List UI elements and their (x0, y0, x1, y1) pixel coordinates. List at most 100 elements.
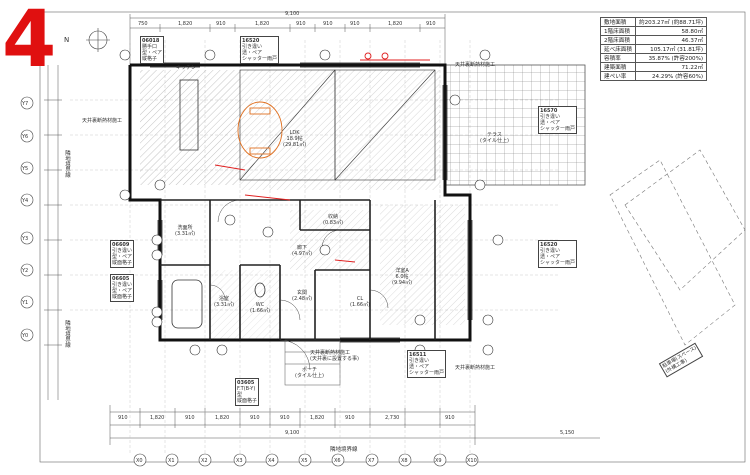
room-storage: 収納 (0.83㎡) (323, 214, 344, 226)
bottom-dim-value: 1,820 (150, 415, 165, 421)
bottom-dim-value: 910 (345, 415, 355, 421)
open-ceiling-marks (239, 69, 436, 181)
window-tag: 16511 引き違い 透・ペア シャッター雨戸 (407, 350, 447, 378)
bottom-dimension-lines (109, 405, 600, 445)
boundary-label-left: 隣地境界線 (64, 150, 70, 178)
x-axis-label: X10 (467, 458, 477, 464)
room-western: 洋室A 6.0帖 (9.94㎡) (392, 268, 413, 286)
bottom-dim-value: 910 (185, 415, 195, 421)
room-kitchen: キッチン (176, 65, 197, 71)
bottom-site-dim: 5,150 (560, 430, 575, 436)
insulation-note: 天井裏断熱材施工 (天井裏に設置する事) (310, 350, 359, 362)
y-axis-label: Y2 (22, 268, 29, 274)
bottom-dim-value: 1,820 (215, 415, 230, 421)
room-terrace: テラス (タイル仕上) (480, 132, 509, 144)
top-dim-value: 1,820 (178, 21, 193, 27)
y-axis-label: Y5 (22, 166, 29, 172)
y-axis-label: Y1 (22, 300, 29, 306)
area-label: 敷地面積 (600, 17, 636, 27)
boundary-label-bottom: 隣地境界線 (330, 447, 358, 453)
x-axis-label: X9 (435, 458, 442, 464)
bottom-dim-value: 2,730 (385, 415, 400, 421)
room-washroom: 洗面所 (3.31㎡) (175, 225, 196, 237)
window-tag: 06605 引き違い 型・ペア 縦面格子 (110, 274, 135, 302)
top-dimension-lines (129, 14, 446, 70)
window-tag: 16570 引き違い 透・ペア シャッター雨戸 (538, 106, 578, 134)
parking-outline (609, 149, 746, 346)
window-tag: 16520 引き違い 透・ペア シャッター雨戸 (240, 36, 280, 64)
room-porch: ポーチ (タイル仕上) (295, 367, 324, 379)
x-axis-label: X0 (136, 458, 143, 464)
x-axis-label: X4 (268, 458, 275, 464)
bottom-dim-value: 910 (118, 415, 128, 421)
boundary-label-left-lower: 隣地境界線 (64, 320, 70, 348)
area-value: 35.87% (許容200%) (634, 53, 708, 63)
y-axis-label: Y4 (22, 198, 29, 204)
area-label: 建ぺい率 (600, 71, 636, 81)
room-cl: CL (1.66㎡) (350, 296, 371, 308)
area-row: 敷地面積約203.27㎡ (約88.71坪) (600, 17, 708, 27)
dining-table (237, 101, 283, 159)
bottom-total-dim: 9,100 (285, 430, 300, 436)
top-total-dim: 9,100 (285, 11, 300, 17)
area-value: 46.37㎡ (634, 35, 708, 45)
window-tag: 06609 引き違い 型・ペア 縦面格子 (110, 240, 135, 268)
top-dim-value: 910 (296, 21, 306, 27)
area-value: 58.80㎡ (634, 26, 708, 36)
toilet (254, 282, 266, 298)
top-dim-value: 1,820 (255, 21, 270, 27)
insulation-note: 天井裏断熱材施工 (82, 118, 123, 124)
area-label: 延べ床面積 (600, 44, 636, 54)
interior-walls (160, 199, 436, 340)
bottom-dim-value: 1,820 (310, 415, 325, 421)
bottom-dim-value: 910 (280, 415, 290, 421)
insulation-note: 天井裏断熱材施工 (455, 62, 496, 68)
x-axis-label: X5 (301, 458, 308, 464)
room-hall: 廊下 (4.97㎡) (292, 245, 313, 257)
x-axis-label: X1 (168, 458, 175, 464)
top-dim-value: 910 (216, 21, 226, 27)
x-axis-label: X3 (236, 458, 243, 464)
room-ldk: LDK 18.9帖 (29.81㎡) (283, 130, 307, 148)
top-dim-value: 910 (323, 21, 333, 27)
x-axis-label: X2 (201, 458, 208, 464)
area-value: 105.17㎡ (31.81坪) (634, 44, 708, 54)
x-axis-label: X7 (368, 458, 375, 464)
bath-tub (171, 279, 203, 329)
area-label: 容積率 (600, 53, 636, 63)
axis-bubbles (20, 96, 479, 467)
y-axis-label: Y6 (22, 134, 29, 140)
red-markups (214, 52, 430, 263)
x-axis-label: X8 (401, 458, 408, 464)
sheet-frame (39, 11, 746, 463)
room-bath: 浴室 (3.31㎡) (214, 296, 235, 308)
top-dim-value: 750 (138, 21, 148, 27)
bottom-dim-value: 910 (250, 415, 260, 421)
area-value: 約203.27㎡ (約88.71坪) (634, 17, 708, 27)
compass-rose (86, 28, 110, 52)
top-dim-value: 910 (350, 21, 360, 27)
window-openings (150, 62, 473, 343)
bottom-dim-value: 910 (445, 415, 455, 421)
y-axis-label: Y7 (22, 101, 29, 107)
area-value: 24.29% (許容60%) (634, 71, 708, 81)
hatched-floor-zones (140, 70, 465, 340)
area-label: 2階床面積 (600, 35, 636, 45)
page-number: 4 (2, 0, 57, 85)
left-dimension-lines (44, 65, 62, 400)
window-tag: 06018 勝手口 型・ペア 縦格子 (140, 36, 165, 64)
kitchen-counter (179, 79, 199, 151)
room-wc: WC (1.66㎡) (250, 302, 271, 314)
window-tag: 03605 F.T(B-Y) 型 縦面格子 (235, 378, 260, 406)
y-axis-label: Y3 (22, 236, 29, 242)
room-entrance: 玄関 (2.48㎡) (292, 290, 313, 302)
north-label: N (64, 36, 70, 44)
porch-steps (284, 339, 341, 386)
